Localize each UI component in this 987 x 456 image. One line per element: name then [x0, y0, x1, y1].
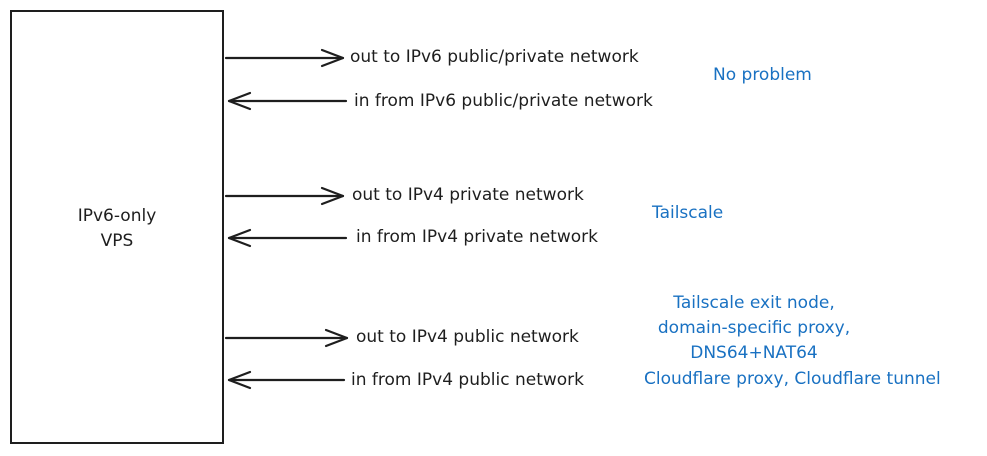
arrow-in-ipv4-public: [227, 370, 346, 390]
flow-label-in-ipv6: in from IPv6 public/private network: [354, 91, 653, 111]
note-public-line1: Tailscale exit node,: [673, 293, 835, 313]
arrow-out-ipv4-public: [224, 328, 349, 348]
arrow-out-ipv4-private: [224, 186, 345, 206]
flow-label-out-ipv6: out to IPv6 public/private network: [350, 47, 639, 67]
flow-label-out-ipv4-public: out to IPv4 public network: [356, 327, 579, 347]
note-no-problem: No problem: [713, 65, 812, 85]
arrow-in-ipv4-private: [227, 228, 348, 248]
flow-label-in-ipv4-private: in from IPv4 private network: [356, 227, 598, 247]
note-public-line4: Cloudflare proxy, Cloudflare tunnel: [644, 369, 941, 389]
vps-label-line2: VPS: [100, 231, 134, 251]
vps-label-line1: IPv6-only: [77, 206, 157, 226]
note-public-line2: domain-specific proxy,: [657, 318, 851, 338]
arrow-out-ipv6: [224, 48, 345, 68]
flow-label-in-ipv4-public: in from IPv4 public network: [351, 370, 585, 390]
arrow-in-ipv6: [227, 91, 348, 111]
flow-label-out-ipv4-private: out to IPv4 private network: [352, 185, 584, 205]
note-public-line3: DNS64+NAT64: [690, 343, 818, 363]
vps-box: [10, 10, 224, 444]
note-tailscale: Tailscale: [652, 203, 724, 223]
